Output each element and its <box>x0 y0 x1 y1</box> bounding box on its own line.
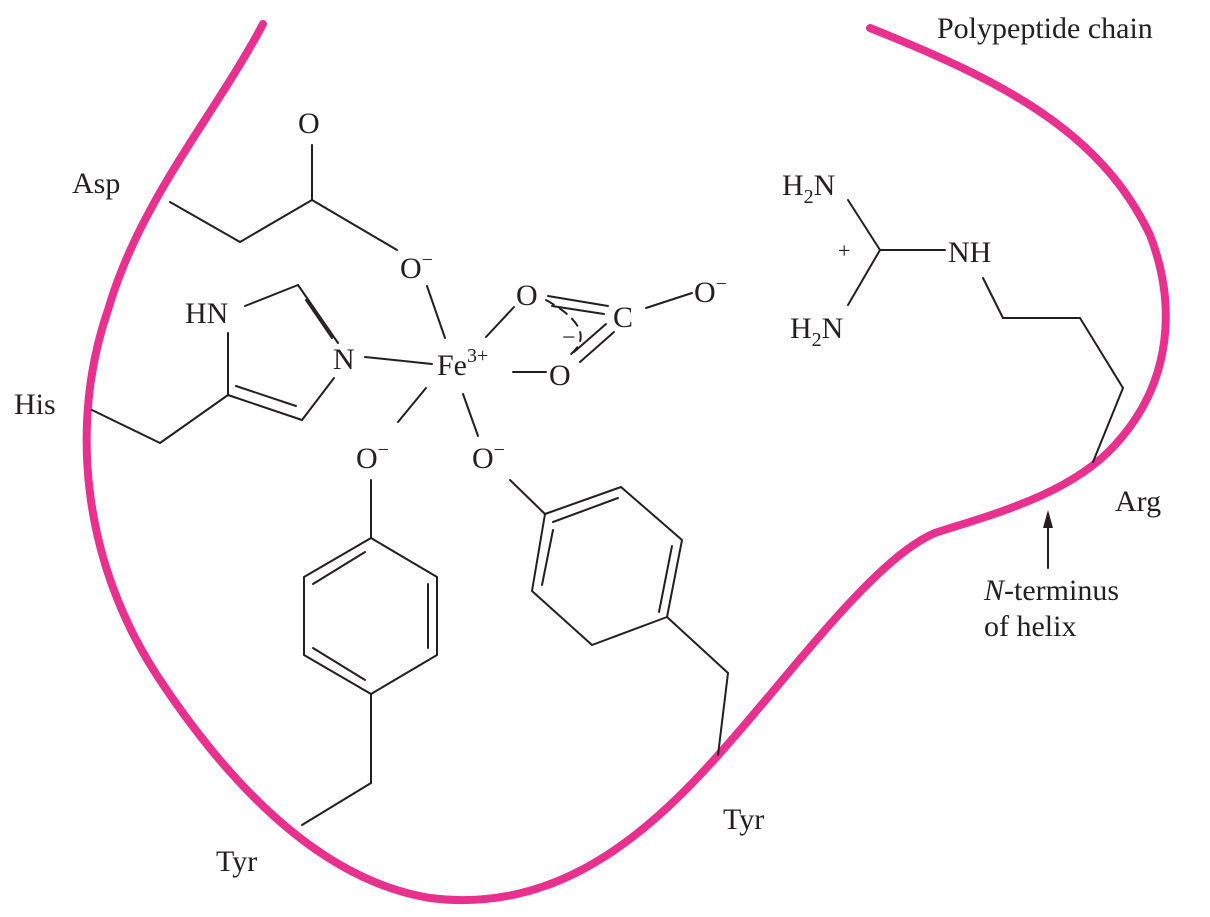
his-label: His <box>14 388 56 421</box>
carbonate-oxygen-top: O <box>516 279 538 312</box>
asp-carboxylate-oxygen: O− <box>400 249 433 285</box>
arg-residue <box>847 199 1124 463</box>
asp-carbonyl-oxygen: O <box>298 107 320 140</box>
polypeptide-chain-curve <box>82 20 1170 905</box>
guanidinium-h2n-top: H2N <box>782 169 835 208</box>
polypeptide-chain-label: Polypeptide chain <box>937 12 1153 45</box>
tyr-right-residue <box>509 479 729 756</box>
arg-label: Arg <box>1115 485 1161 518</box>
tyr-left-oxygen: O− <box>356 439 389 475</box>
guanidinium-nh: NH <box>948 236 991 269</box>
tyr-left-label: Tyr <box>216 845 257 878</box>
carbonate-oxygen-bottom: O <box>549 359 571 392</box>
of-helix-label: of helix <box>984 610 1076 643</box>
tyr-left-residue <box>301 479 438 826</box>
guanidinium-plus: + <box>838 238 850 263</box>
guanidinium-h2n-bottom: H2N <box>790 312 843 351</box>
carbonate-carbon: C <box>613 301 633 334</box>
asp-residue <box>169 144 446 339</box>
n-terminus-arrow <box>1043 510 1053 569</box>
tyr-right-label: Tyr <box>723 803 764 836</box>
his-residue <box>91 284 433 444</box>
iron-coordination-bonds <box>397 306 547 437</box>
asp-label: Asp <box>72 167 120 200</box>
carbonate-partial-charge: − <box>562 325 576 351</box>
imidazole-n: N <box>333 343 355 376</box>
tyr-right-oxygen: O− <box>472 439 505 475</box>
carbonate-oxygen-right: O− <box>694 273 727 309</box>
n-terminus-label: N-terminus <box>983 574 1119 607</box>
iron-ion: Fe3+ <box>437 345 488 382</box>
imidazole-hn: HN <box>185 297 228 330</box>
carbonate-ligand <box>545 292 693 363</box>
